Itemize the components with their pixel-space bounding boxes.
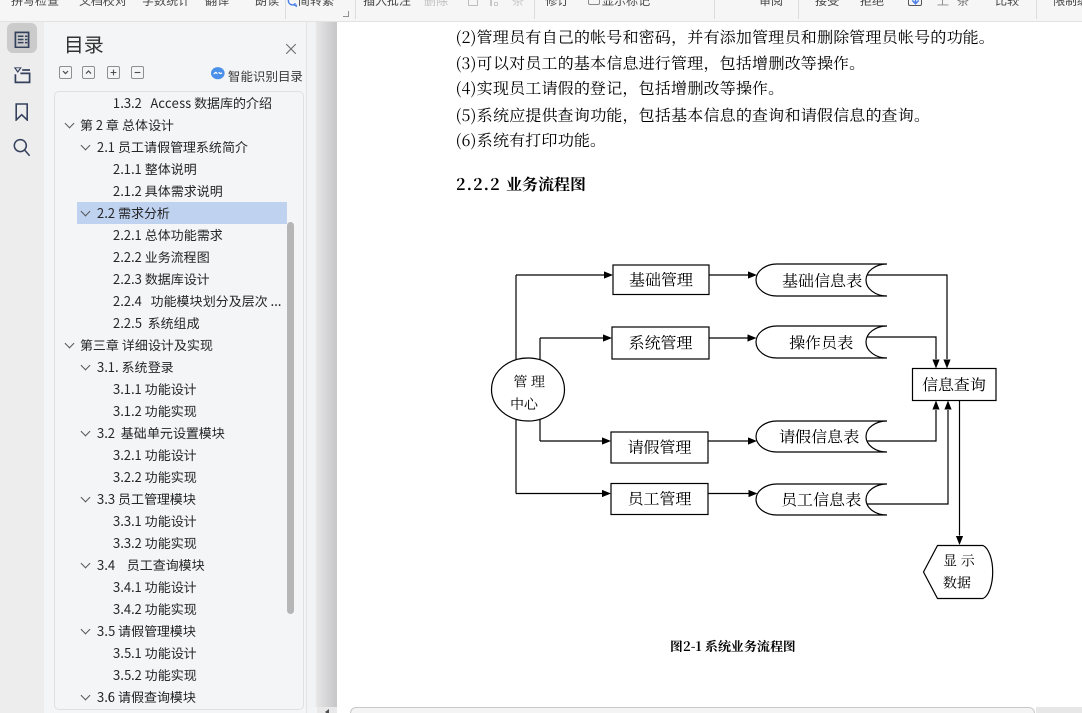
svg-text:请假信息表: 请假信息表	[779, 425, 860, 448]
svg-text:数据: 数据	[943, 573, 971, 593]
svg-text:系统管理: 系统管理	[628, 331, 692, 354]
svg-text:请假管理: 请假管理	[627, 435, 691, 458]
svg-text:管 理: 管 理	[513, 372, 545, 392]
svg-text:操作员表: 操作员表	[789, 331, 854, 354]
svg-text:信息查询: 信息查询	[922, 373, 986, 396]
svg-text:基础信息表: 基础信息表	[782, 269, 863, 292]
svg-text:显 示: 显 示	[943, 551, 975, 571]
svg-text:中心: 中心	[510, 394, 538, 414]
svg-text:员工信息表: 员工信息表	[781, 488, 862, 511]
svg-text:基础管理: 基础管理	[629, 268, 693, 291]
svg-text:员工管理: 员工管理	[627, 487, 691, 510]
